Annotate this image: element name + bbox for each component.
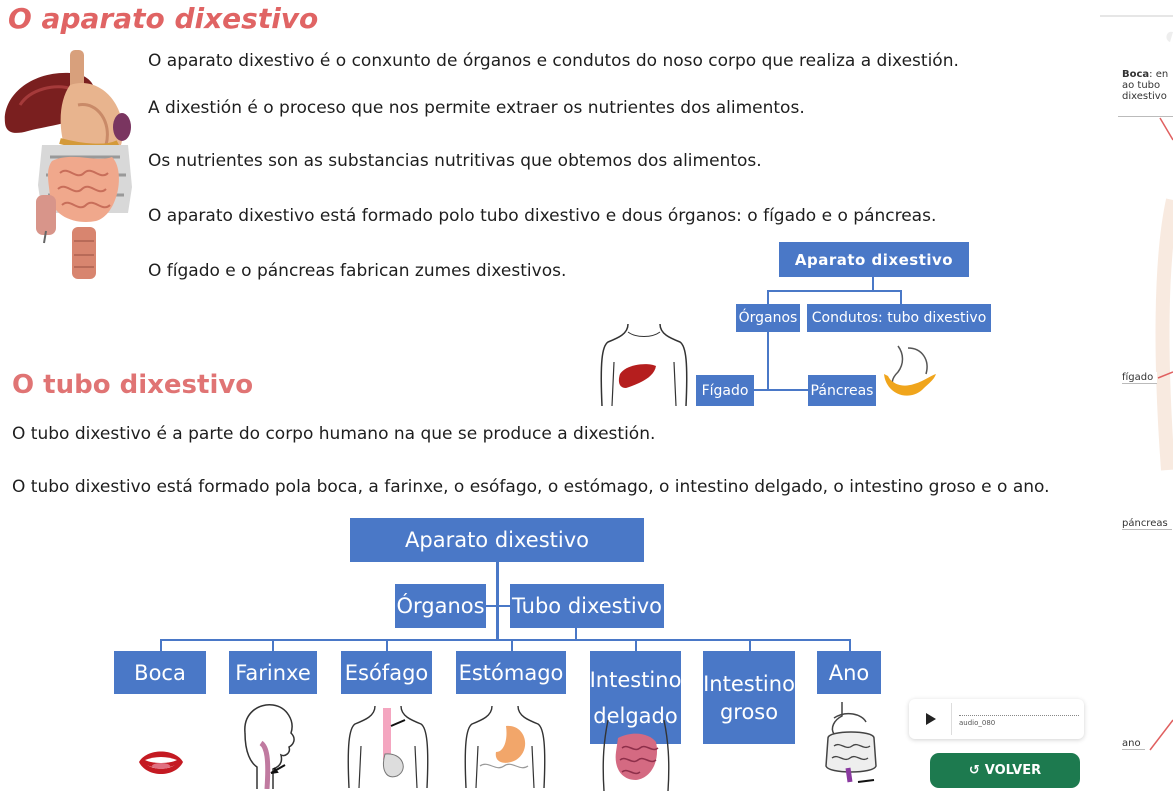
part-farinxe: Farinxe	[229, 651, 317, 694]
side-label-figado: fígado	[1122, 372, 1157, 384]
audio-filename: audio_080	[959, 719, 995, 727]
large-map-tube: Tubo dixestivo	[510, 584, 664, 628]
part-estomago: Estómago	[456, 651, 566, 694]
small-map-organs: Órganos	[736, 304, 800, 332]
side-label-ano: ano	[1122, 738, 1145, 750]
intro-paragraph-1: O aparato dixestivo é o conxunto de órga…	[148, 51, 959, 71]
small-intestine-illustration	[600, 720, 672, 791]
side-label-boca: Boca: en ao tubo dixestivo	[1122, 69, 1168, 102]
part-intestino-groso: Intestino groso	[703, 651, 795, 744]
volver-button[interactable]: ↺ VOLVER	[930, 753, 1080, 788]
audio-player: audio_080	[909, 699, 1084, 739]
side-label-pancreas: páncreas	[1122, 518, 1172, 530]
audio-progress-track[interactable]	[959, 715, 1079, 716]
intro-paragraph-2: A dixestión é o proceso que nos permite …	[148, 98, 805, 118]
large-map-organs: Órganos	[395, 584, 486, 628]
small-map-pancreas: Páncreas	[808, 375, 876, 406]
volver-label: VOLVER	[985, 763, 1041, 778]
large-map-root: Aparato dixestivo	[350, 518, 644, 562]
small-map-root: Aparato dixestivo	[779, 242, 969, 277]
intro-paragraph-5: O fígado e o páncreas fabrican zumes dix…	[148, 261, 566, 281]
side-panel-background	[1100, 0, 1173, 791]
tube-paragraph-2: O tubo dixestivo está formado pola boca,…	[12, 477, 1050, 497]
small-map-liver: Fígado	[696, 375, 754, 406]
part-ano: Ano	[817, 651, 881, 694]
anus-illustration	[820, 700, 882, 786]
small-map-ducts: Condutos: tubo dixestivo	[807, 304, 991, 332]
intro-paragraph-4: O aparato dixestivo está formado polo tu…	[148, 206, 936, 226]
return-arrow-icon: ↺	[969, 763, 980, 778]
pancreas-illustration	[878, 344, 940, 406]
intro-paragraph-3: Os nutrientes son as substancias nutriti…	[148, 151, 762, 171]
section-title-tubo-dixestivo: O tubo dixestivo	[12, 370, 253, 400]
pharynx-illustration	[233, 703, 299, 789]
digestive-system-illustration	[0, 45, 135, 285]
part-esofago: Esófago	[341, 651, 432, 694]
part-boca: Boca	[114, 651, 206, 694]
esophagus-illustration	[345, 706, 431, 788]
tube-paragraph-1: O tubo dixestivo é a parte do corpo huma…	[12, 424, 655, 444]
section-title-aparato-dixestivo: O aparato dixestivo	[8, 2, 318, 35]
liver-torso-illustration	[598, 322, 690, 406]
stomach-illustration	[460, 706, 550, 788]
play-icon[interactable]	[923, 711, 939, 727]
mouth-illustration	[137, 744, 185, 780]
